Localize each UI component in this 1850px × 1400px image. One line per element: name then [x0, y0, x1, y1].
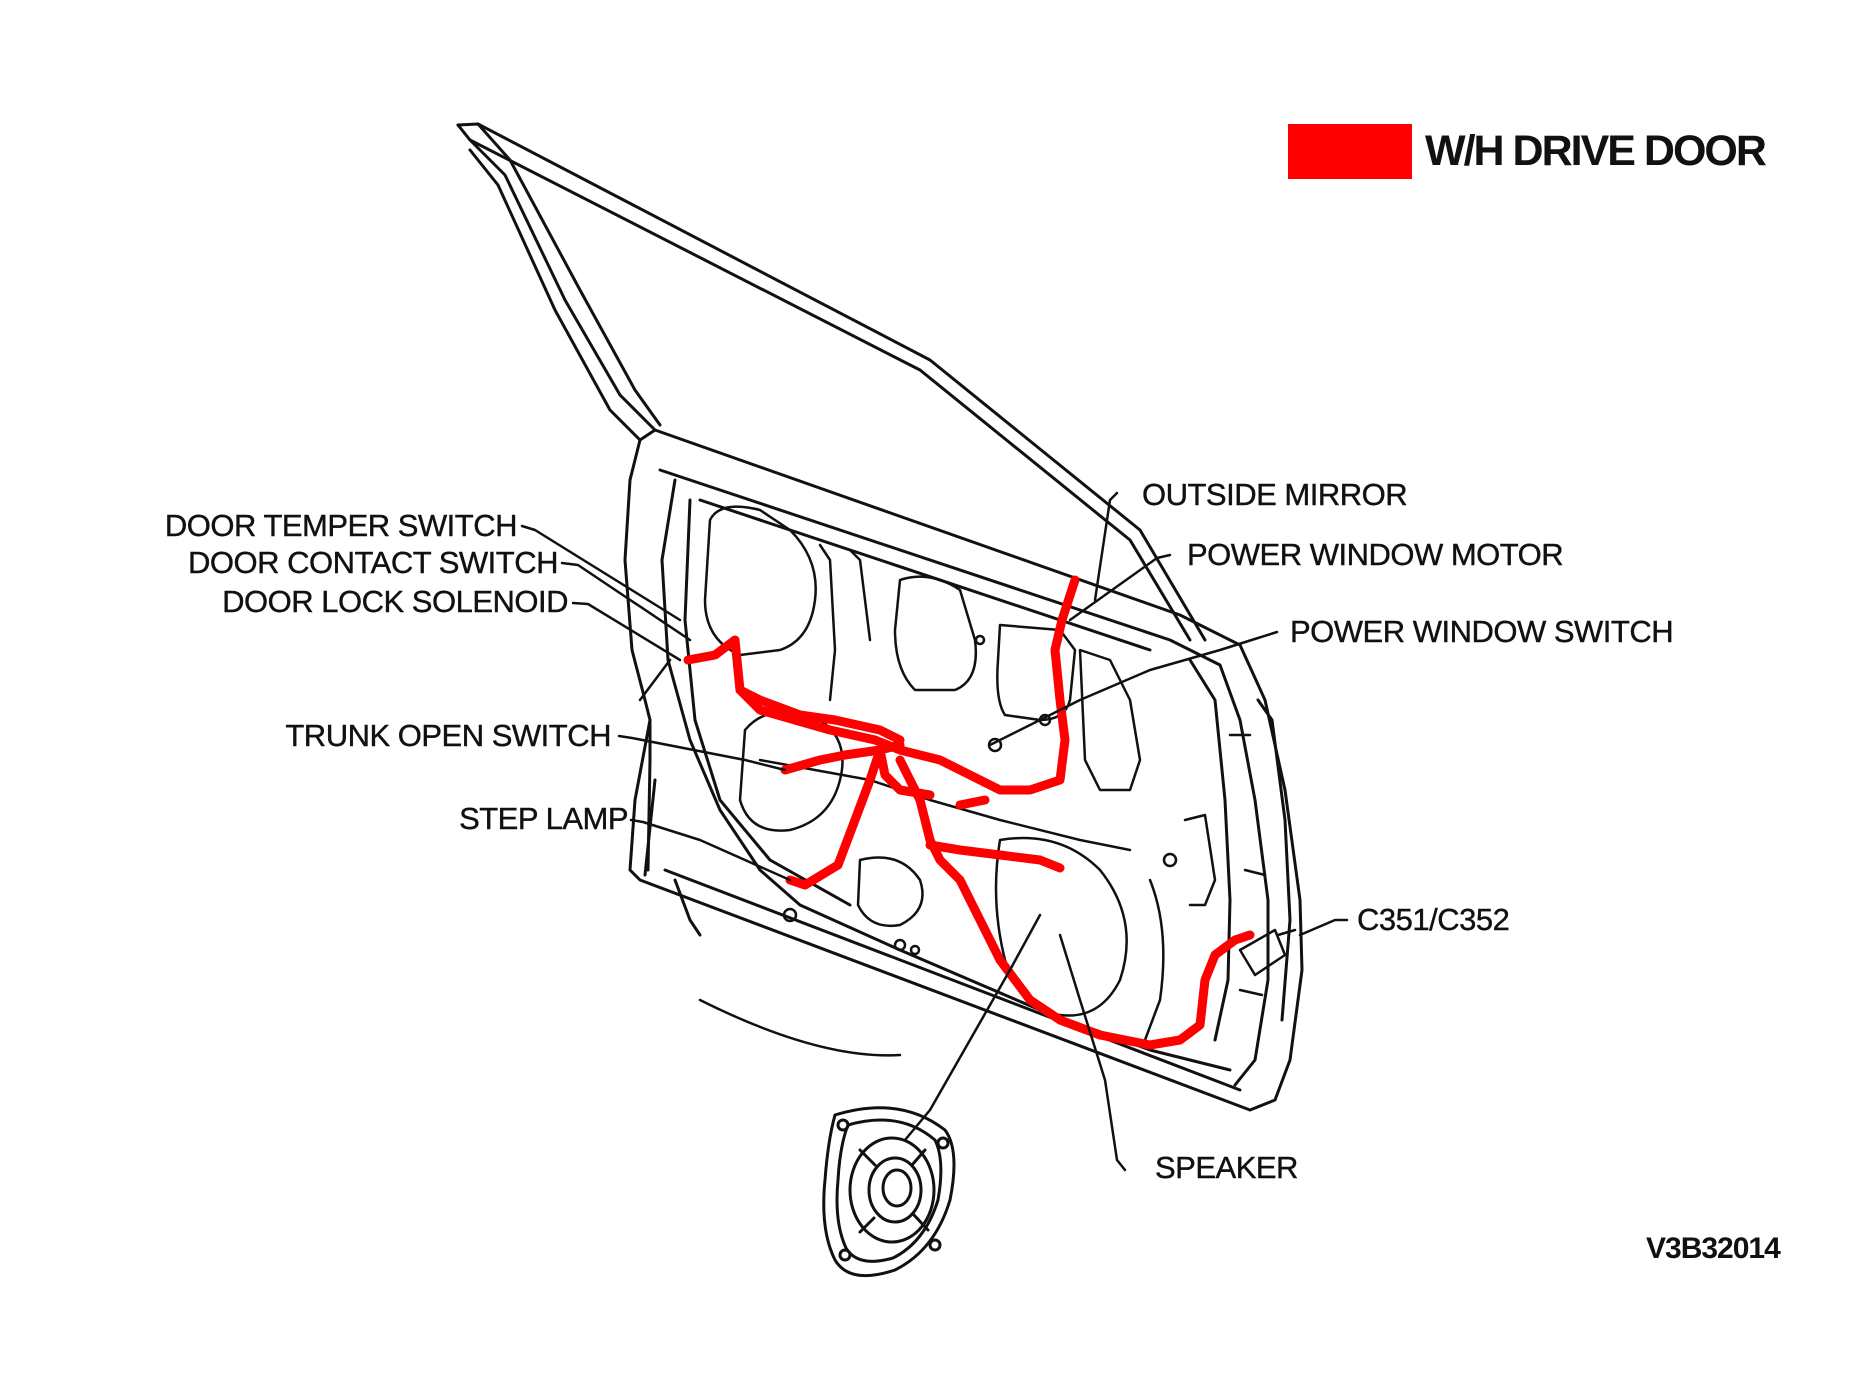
legend-label: W/H DRIVE DOOR	[1425, 127, 1767, 175]
figure-code: V3B32014	[1646, 1232, 1781, 1265]
label-outside-mirror: OUTSIDE MIRROR	[1142, 477, 1408, 512]
label-door-temper-switch: DOOR TEMPER SWITCH	[164, 508, 518, 543]
label-door-lock-solenoid: DOOR LOCK SOLENOID	[222, 584, 569, 619]
window-frame	[456, 122, 1207, 642]
label-speaker: SPEAKER	[1155, 1150, 1299, 1185]
leader-lines	[520, 491, 1349, 1172]
legend-swatch	[1288, 124, 1412, 179]
label-connector: C351/C352	[1357, 902, 1510, 937]
speaker-drawing	[822, 1106, 956, 1278]
label-trunk-open-switch: TRUNK OPEN SWITCH	[285, 718, 612, 753]
door-body	[623, 428, 1304, 1112]
label-door-contact-switch: DOOR CONTACT SWITCH	[188, 545, 559, 580]
label-step-lamp: STEP LAMP	[459, 801, 629, 836]
label-power-window-motor: POWER WINDOW MOTOR	[1187, 537, 1564, 572]
label-power-window-switch: POWER WINDOW SWITCH	[1290, 614, 1674, 649]
door-harness	[683, 575, 1255, 1050]
